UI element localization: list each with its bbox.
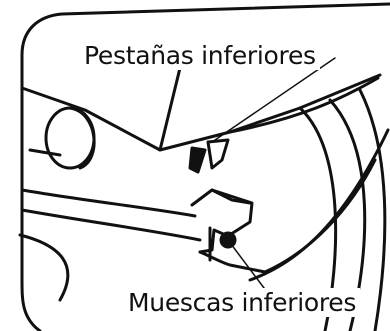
- notch-side: [210, 188, 252, 205]
- lower-tab-left: [188, 146, 207, 174]
- tray-curve-right-2: [248, 128, 390, 282]
- lower-tab-right: [206, 138, 230, 170]
- round-knob-inner: [68, 106, 96, 170]
- label-lower-tabs: Pestañas inferiores: [80, 41, 320, 70]
- outer-rounded-frame: [20, 2, 390, 331]
- tray-edge-2: [20, 208, 202, 242]
- right-wall-1: [228, 76, 380, 134]
- leader-line-bottom: [227, 239, 271, 297]
- upper-housing-lower-edge: [28, 148, 62, 157]
- upper-housing-edge: [20, 73, 382, 152]
- leader-line-top: [214, 57, 336, 141]
- center-pillar-line: [158, 66, 182, 152]
- tray-edge-4: [198, 250, 267, 274]
- tray-edge-3: [18, 233, 70, 302]
- label-lower-notches: Muescas inferiores: [124, 288, 361, 317]
- tray-curve-right: [263, 158, 377, 274]
- right-wall-4: [358, 88, 387, 331]
- tray-edge-1: [20, 188, 197, 218]
